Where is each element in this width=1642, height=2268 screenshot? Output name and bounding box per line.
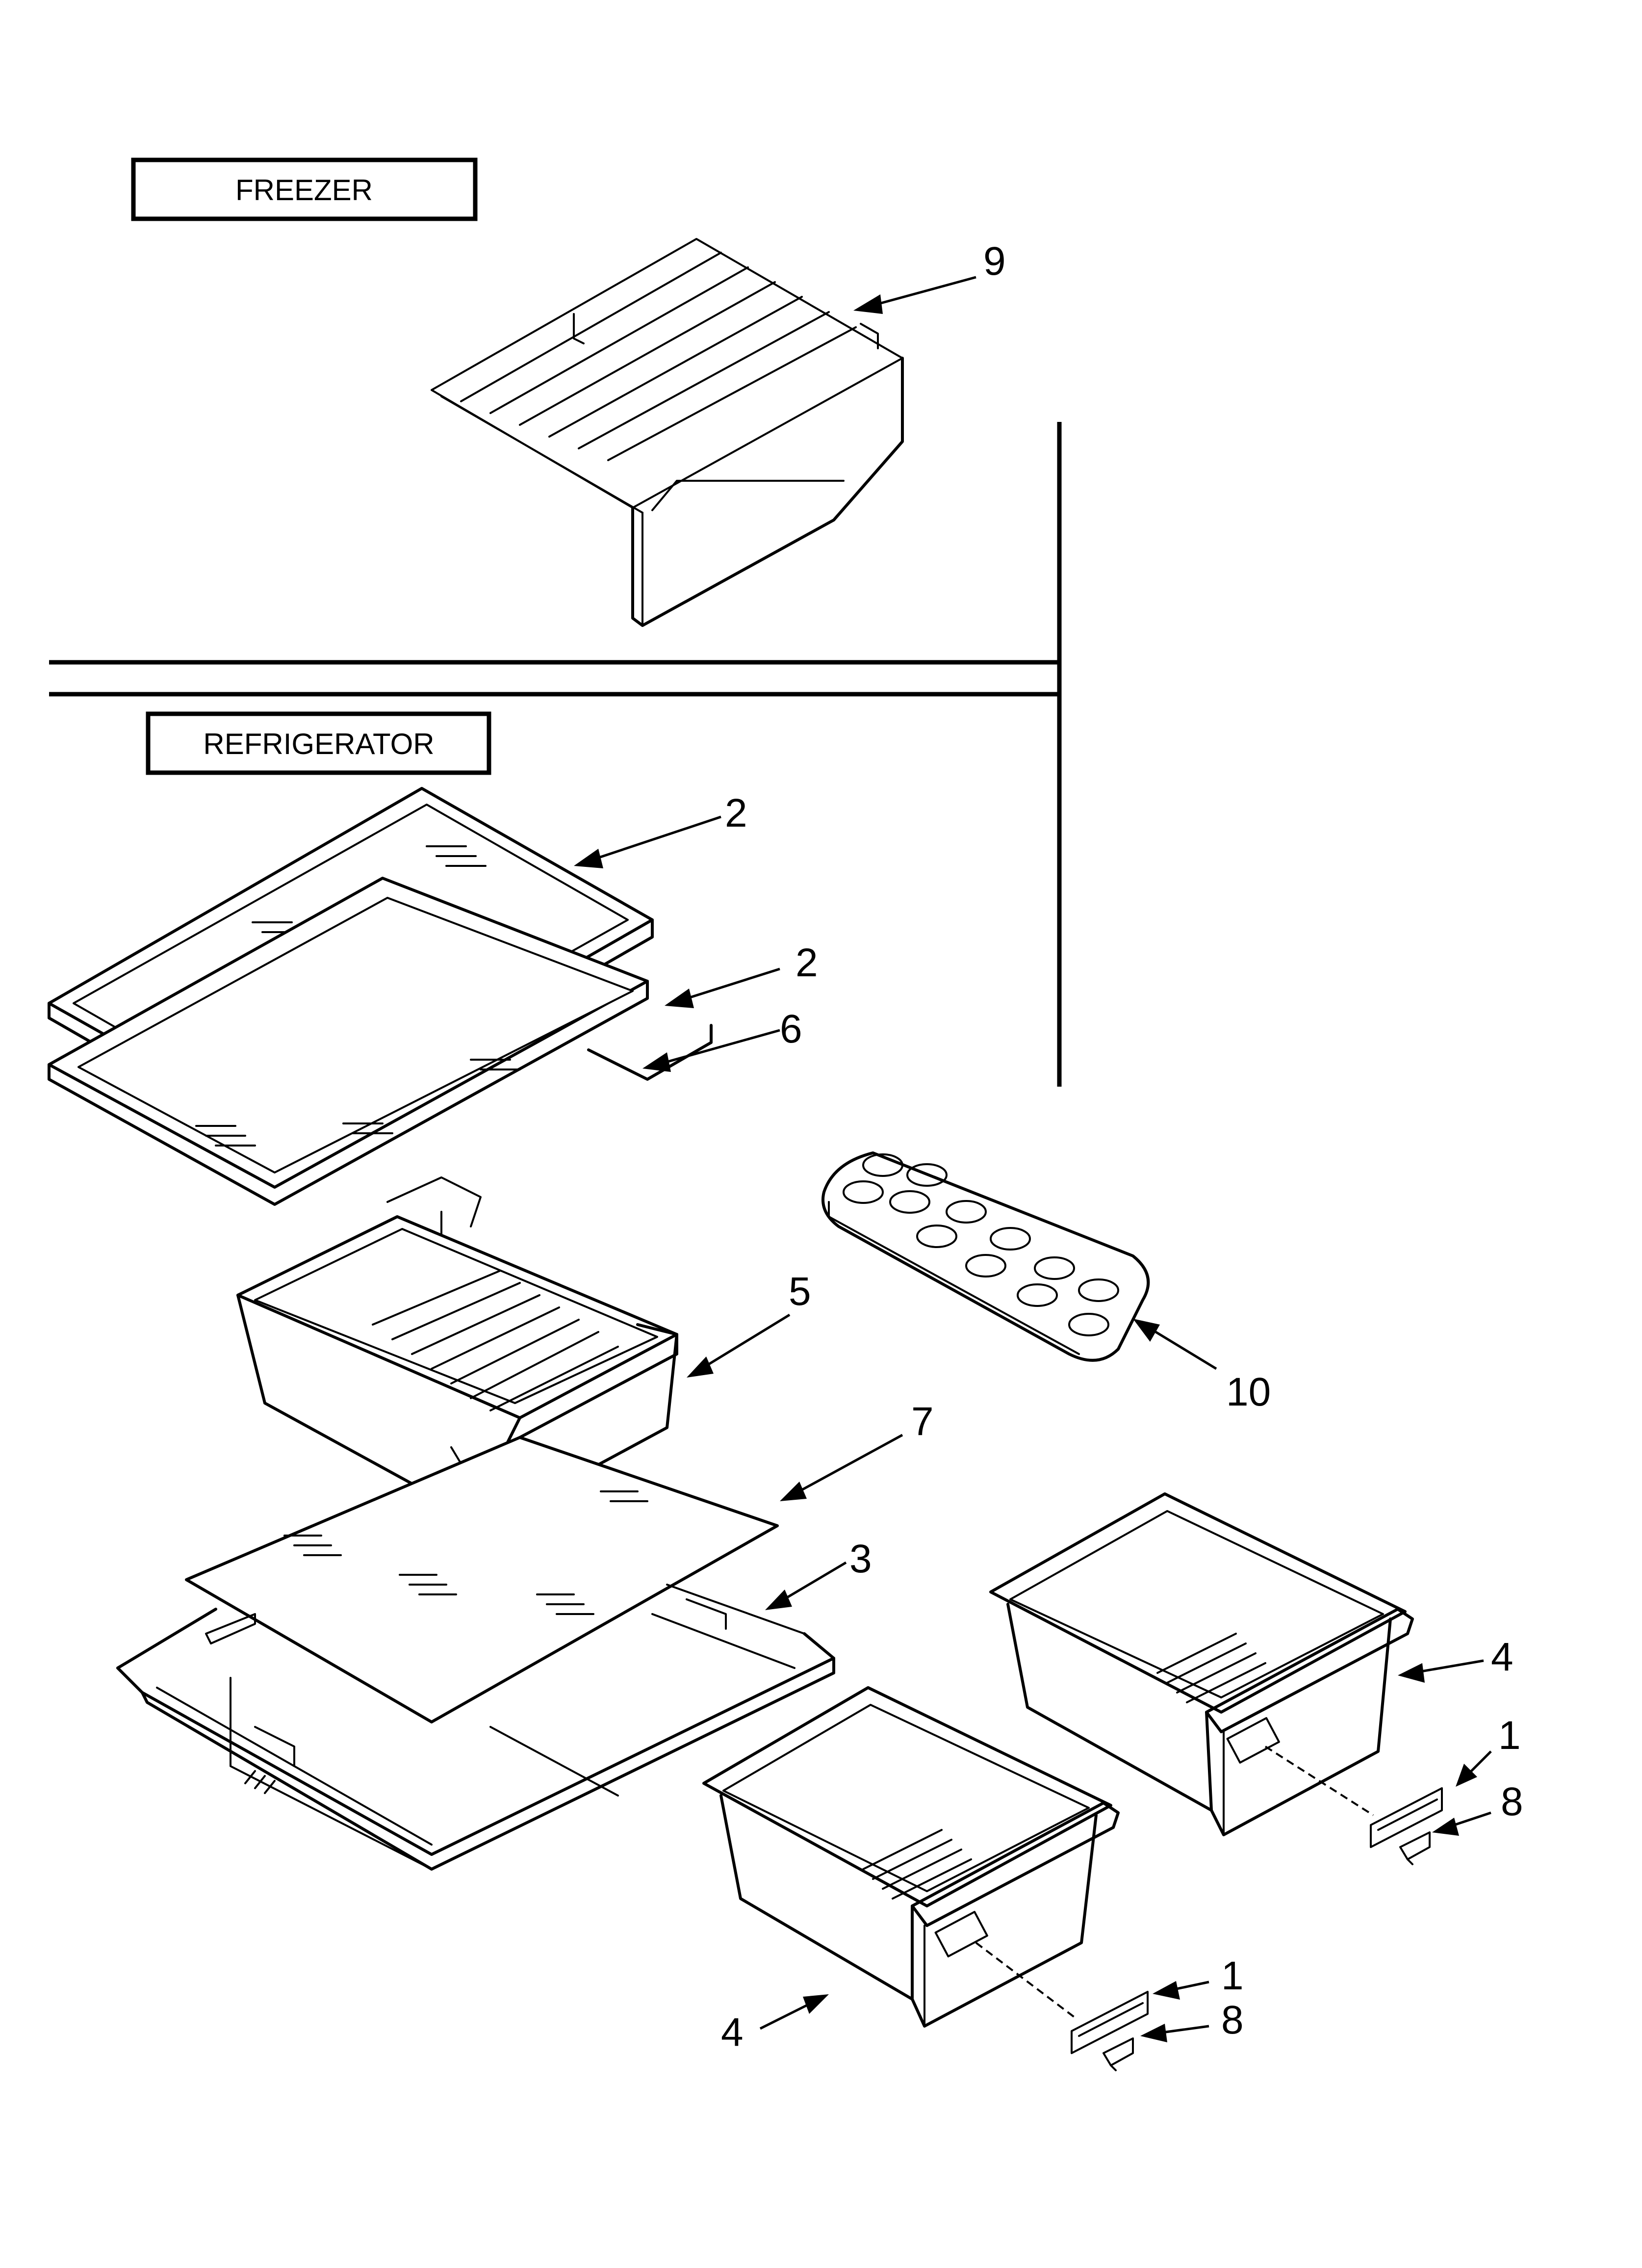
callout-arrows [574,276,1492,2042]
callout-5: 5 [789,1269,811,1314]
callout-10: 10 [1226,1370,1271,1414]
callout-2-middle: 2 [795,940,818,985]
refrigerator-section-box: REFRIGERATOR [146,711,491,775]
drawer-clip-right [1399,1831,1431,1865]
callout-9: 9 [983,239,1006,284]
drawer-label-left [1071,1991,1149,2054]
callout-6: 6 [780,1007,802,1051]
callout-3: 3 [849,1537,872,1581]
callout-7: 7 [911,1399,934,1444]
crisper-drawer-right [989,1492,1414,1836]
callout-2-upper: 2 [725,791,747,835]
callout-8-left: 8 [1221,1998,1244,2042]
leader-dashed-left [975,1942,1078,2020]
freezer-section-box: FREEZER [131,157,478,221]
callout-numbers: 9 2 2 6 5 7 3 10 4 1 8 1 8 4 [721,239,1523,2055]
crisper-cover-glass [185,1436,779,1723]
egg-tray [821,1151,1150,1362]
freezer-wire-shelf [431,238,904,627]
glass-shelf-middle [48,877,649,1206]
callout-4-left: 4 [721,2010,744,2055]
callout-1-left: 1 [1221,1954,1244,1998]
shelf-frame [386,1024,713,1237]
callout-8-right: 8 [1501,1779,1523,1824]
crisper-drawer-left [702,1686,1120,2028]
callout-1-right: 1 [1498,1713,1521,1758]
drawer-label-right [1370,1787,1443,1848]
compartment-divider [49,422,1062,1087]
callout-4-right: 4 [1491,1635,1514,1679]
freezer-label: FREEZER [235,174,373,207]
leader-dashed-right [1264,1746,1374,1816]
refrigerator-label: REFRIGERATOR [203,728,434,760]
crisper-cover-frame [116,1584,835,1871]
drawer-clip-left [1103,2037,1134,2071]
